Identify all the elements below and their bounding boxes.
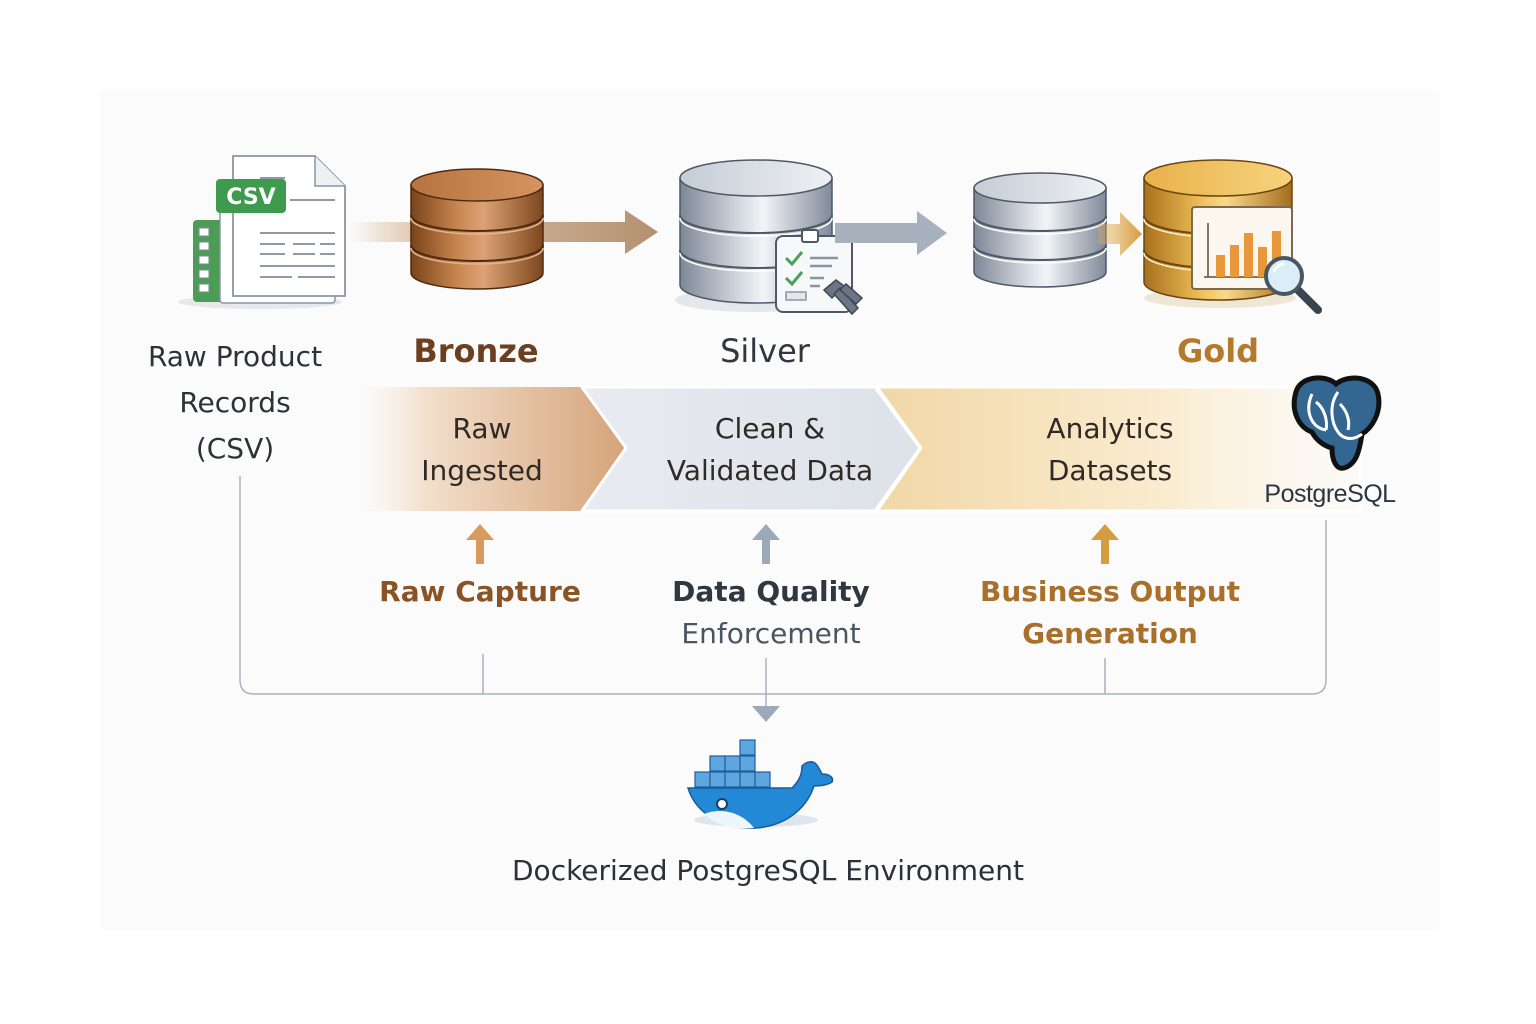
process-line: Business Output — [979, 575, 1241, 608]
process-line: Raw Capture — [379, 575, 581, 608]
bronze-title: Bronze — [413, 332, 539, 370]
data-quality-arrow-icon — [752, 524, 780, 564]
process-line: Data Quality — [672, 575, 870, 608]
band-line: Analytics — [1046, 412, 1174, 445]
gold-title: Gold — [1176, 332, 1260, 370]
raw-capture-arrow-icon — [466, 524, 494, 564]
bronze-database-icon — [410, 168, 544, 290]
docker-whale-icon — [686, 739, 834, 829]
silver-title: Silver — [720, 332, 810, 370]
gold-flow-arrow — [1098, 212, 1142, 256]
magnifier-icon — [1264, 256, 1322, 314]
band-line: Ingested — [421, 454, 543, 487]
band-line: Datasets — [1047, 454, 1173, 487]
band-line: Raw — [452, 412, 512, 445]
source-label-line: Records — [179, 386, 291, 419]
raw-capture-label: Raw Capture — [350, 571, 610, 613]
silver-flow-arrow — [835, 211, 947, 255]
silver-band-text: Clean & Validated Data — [640, 408, 900, 492]
postgresql-wordmark: PostgreSQL — [1264, 480, 1396, 508]
process-line: Enforcement — [681, 617, 861, 650]
checklist-tools-icon — [775, 229, 864, 316]
source-label-line: (CSV) — [195, 432, 275, 465]
process-line: Generation — [1022, 617, 1198, 650]
docker-environment-label: Dockerized PostgreSQL Environment — [512, 854, 1024, 887]
bronze-band-text: Raw Ingested — [382, 408, 582, 492]
source-label: Raw Product Records (CSV) — [128, 334, 342, 472]
business-output-arrow-icon — [1091, 524, 1119, 564]
csv-file-icon: CSV — [178, 155, 346, 309]
data-quality-label: Data Quality Enforcement — [636, 571, 906, 655]
csv-badge: CSV — [226, 185, 275, 210]
silver-database-small-icon — [973, 172, 1107, 288]
source-label-line: Raw Product — [147, 340, 323, 373]
band-line: Clean & — [714, 412, 826, 445]
band-line: Validated Data — [666, 454, 874, 487]
business-output-label: Business Output Generation — [960, 571, 1260, 655]
postgresql-elephant-icon — [1291, 375, 1382, 471]
gold-band-text: Analytics Datasets — [1000, 408, 1220, 492]
